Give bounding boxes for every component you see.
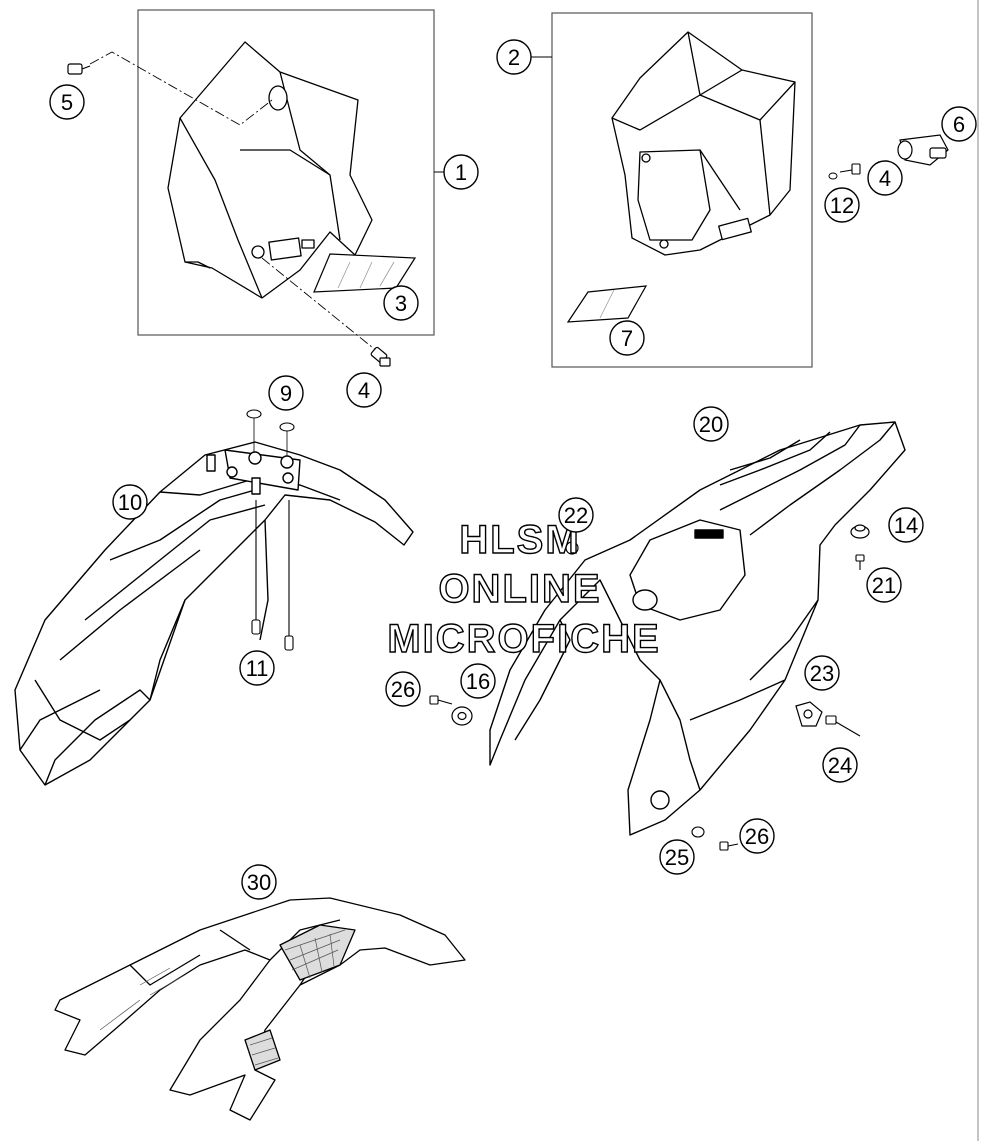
washer-25 — [691, 826, 705, 838]
callout-1[interactable]: 1 — [443, 154, 479, 190]
callout-25[interactable]: 25 — [659, 839, 695, 875]
callout-12[interactable]: 12 — [824, 187, 860, 223]
callout-23-label: 23 — [810, 661, 834, 686]
headlight-mask-2 — [611, 31, 796, 256]
bolt-5 — [67, 63, 91, 75]
callout-5-label: 5 — [61, 90, 73, 115]
callout-16-label: 16 — [466, 669, 490, 694]
group-box-2 — [551, 12, 813, 368]
callout-24[interactable]: 24 — [822, 747, 858, 783]
rear-fender-20 — [489, 421, 906, 836]
callout-6[interactable]: 6 — [941, 106, 977, 142]
rubber-14 — [850, 524, 870, 539]
callout-14[interactable]: 14 — [888, 507, 924, 543]
grommet-16 — [451, 706, 473, 726]
screw-24 — [825, 715, 861, 737]
callout-11[interactable]: 11 — [239, 650, 275, 686]
screw-26a — [429, 695, 453, 705]
callout-26a[interactable]: 26 — [385, 671, 421, 707]
leader-5 — [89, 51, 273, 126]
callout-3[interactable]: 3 — [383, 285, 419, 321]
number-plate-1 — [167, 41, 373, 299]
decal-3-stripes — [337, 261, 395, 289]
callout-3-label: 3 — [395, 291, 407, 316]
callout-20[interactable]: 20 — [693, 406, 729, 442]
callout-30[interactable]: 30 — [241, 864, 277, 900]
callout-2[interactable]: 2 — [496, 39, 532, 75]
callout-25-label: 25 — [665, 845, 689, 870]
washer-12 — [828, 172, 838, 180]
callout-9[interactable]: 9 — [268, 375, 304, 411]
callout-4b-label: 4 — [879, 166, 891, 191]
screw-26b — [719, 841, 739, 851]
bolt-4a — [370, 346, 391, 367]
watermark-line-2: ONLINE — [438, 567, 601, 611]
bolt-4b — [839, 163, 861, 175]
callout-6-label: 6 — [953, 112, 965, 137]
callout-5[interactable]: 5 — [49, 84, 85, 120]
callout-22-label: 22 — [564, 503, 588, 528]
callout-16[interactable]: 16 — [460, 663, 496, 699]
washer-9b — [279, 422, 295, 432]
callout-24-label: 24 — [828, 753, 852, 778]
leader-4a — [261, 257, 379, 353]
callout-20-label: 20 — [699, 412, 723, 437]
screw-11a — [251, 500, 261, 635]
callout-7-label: 7 — [621, 326, 633, 351]
watermark-line-1: HLSM — [459, 518, 580, 562]
callout-4a[interactable]: 4 — [346, 372, 382, 408]
callout-30-label: 30 — [247, 870, 271, 895]
callout-4b[interactable]: 4 — [867, 160, 903, 196]
callout-7[interactable]: 7 — [609, 320, 645, 356]
callout-14-label: 14 — [894, 513, 918, 538]
washer-9a — [246, 409, 262, 419]
screw-11b — [284, 500, 294, 651]
callout-4a-label: 4 — [358, 378, 370, 403]
screw-21 — [855, 554, 865, 570]
callout-1-label: 1 — [455, 160, 467, 185]
decal-set-30-pattern — [99, 929, 346, 1066]
callout-22[interactable]: 22 — [558, 497, 594, 533]
decal-7-stripe — [599, 289, 615, 319]
callout-12-label: 12 — [830, 193, 854, 218]
callout-10-label: 10 — [118, 490, 142, 515]
front-fender-10 — [14, 441, 414, 786]
callout-10[interactable]: 10 — [112, 484, 148, 520]
holder-6 — [897, 134, 949, 166]
callout-9-label: 9 — [280, 381, 292, 406]
nut-23 — [795, 701, 823, 727]
callout-21-label: 21 — [872, 573, 896, 598]
callout-23[interactable]: 23 — [804, 655, 840, 691]
callout-21[interactable]: 21 — [866, 567, 902, 603]
callout-2-label: 2 — [508, 45, 520, 70]
callout-11-label: 11 — [246, 656, 269, 681]
decal-set-30 — [54, 897, 466, 1121]
callout-26a-label: 26 — [391, 677, 415, 702]
callout-26b[interactable]: 26 — [739, 818, 775, 854]
grommet-22 — [565, 541, 579, 555]
watermark-line-3: MICROFICHE — [387, 617, 660, 661]
callout-26b-label: 26 — [745, 824, 769, 849]
